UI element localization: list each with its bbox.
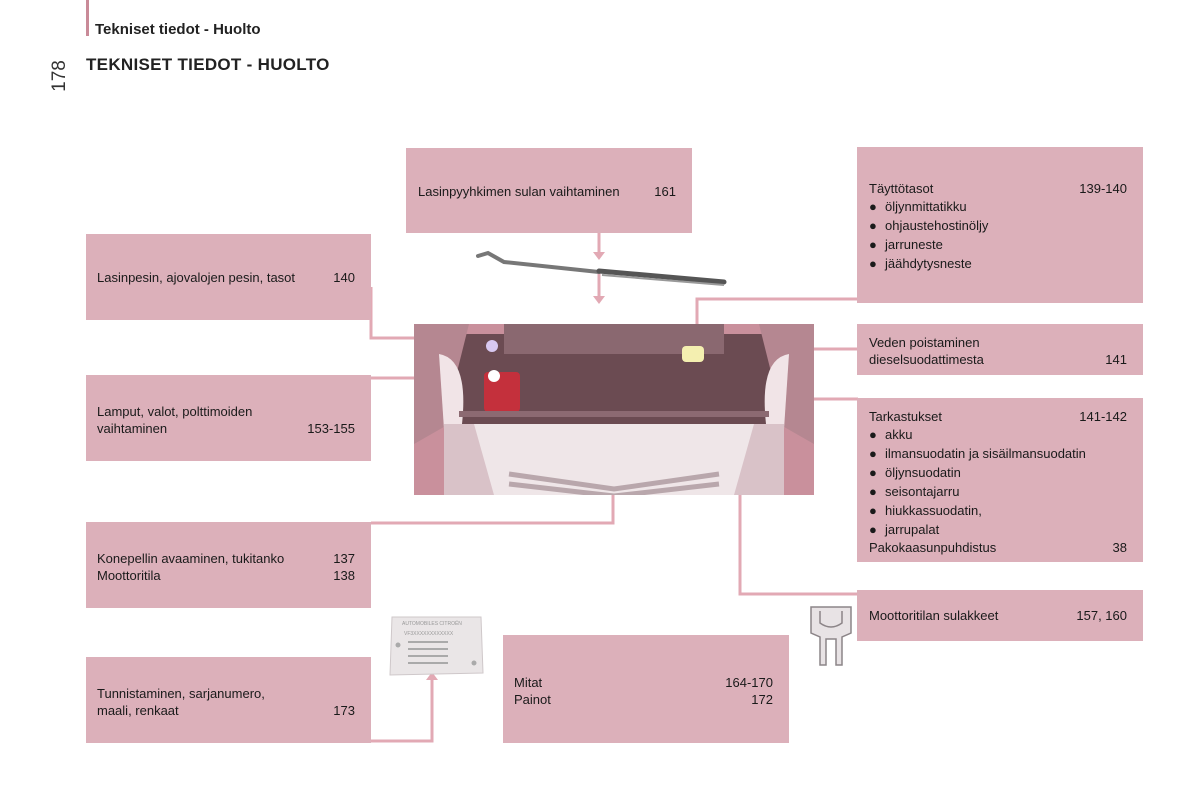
lamps-ref: 153-155 <box>307 421 355 436</box>
water-drain-ref: 141 <box>1105 352 1127 367</box>
section-header: Tekniset tiedot - Huolto <box>95 21 261 38</box>
wiper-blade-icon <box>476 250 727 286</box>
arrow-wiper-top <box>593 252 605 260</box>
engine-bay-photo <box>414 324 814 495</box>
bonnet-ref1: 137 <box>333 551 355 566</box>
arrow-wiper-bottom <box>593 296 605 304</box>
dimensions-label-line2: Painot <box>514 692 551 707</box>
washer-label: Lasinpesin, ajovalojen pesin, tasot <box>97 270 296 285</box>
identification-label-line2: maali, renkaat <box>97 703 179 718</box>
vin-plate-image: AUTOMOBILES CITROËN VF3XXXXXXXXXXXX <box>389 616 484 676</box>
vin-plate-brand: AUTOMOBILES CITROËN <box>402 620 462 627</box>
wiper-blade-ref: 161 <box>654 184 676 199</box>
box-identification: Tunnistaminen, sarjanumero, maali, renka… <box>86 657 371 743</box>
levels-ref: 139-140 <box>1079 181 1127 196</box>
bonnet-label-line1: Konepellin avaaminen, tukitanko <box>97 551 285 566</box>
fuse-icon <box>810 606 852 666</box>
box-checks: Tarkastukset 141-142 ●akku ●ilmansuodati… <box>857 398 1143 562</box>
dimensions-ref1: 164-170 <box>725 675 773 690</box>
checks-item: ●hiukkassuodatin, <box>869 503 982 518</box>
checks-item: ●jarrupalat <box>869 522 940 537</box>
leader-identification <box>371 680 434 743</box>
levels-item: ●ohjaustehostinöljy <box>869 218 989 233</box>
box-fuses: Moottoritilan sulakkeet 157, 160 <box>857 590 1143 641</box>
page-title: TEKNISET TIEDOT - HUOLTO <box>86 55 330 74</box>
lamps-label-line1: Lamput, valot, polttimoiden <box>97 404 253 419</box>
exhaust-label: Pakokaasunpuhdistus <box>869 540 997 555</box>
exhaust-ref: 38 <box>1112 540 1127 555</box>
dimensions-label-line1: Mitat <box>514 675 543 690</box>
levels-label: Täyttötasot <box>869 181 934 196</box>
fuses-ref: 157, 160 <box>1076 608 1127 623</box>
washer-ref: 140 <box>333 270 355 285</box>
levels-item: ●jarruneste <box>869 237 943 252</box>
checks-ref: 141-142 <box>1079 409 1127 424</box>
wiper-blade-label: Lasinpyyhkimen sulan vaihtaminen <box>418 184 620 199</box>
levels-item: ●öljynmittatikku <box>869 199 967 214</box>
identification-label-line1: Tunnistaminen, sarjanumero, <box>97 686 265 701</box>
box-bonnet: Konepellin avaaminen, tukitanko 137 Moot… <box>86 522 371 608</box>
box-washer: Lasinpesin, ajovalojen pesin, tasot 140 <box>86 234 371 320</box>
box-water-drain: Veden poistaminen dieselsuodattimesta 14… <box>857 324 1143 375</box>
bonnet-label-line2: Moottoritila <box>97 568 161 583</box>
checks-item: ●öljynsuodatin <box>869 465 961 480</box>
vin-plate-number: VF3XXXXXXXXXXXX <box>404 631 454 637</box>
water-drain-label-line1: Veden poistaminen <box>869 335 980 350</box>
header-accent-bar <box>86 0 89 36</box>
bonnet-ref2: 138 <box>333 568 355 583</box>
checks-item: ●seisontajarru <box>869 484 960 499</box>
checks-label: Tarkastukset <box>869 409 942 424</box>
checks-item: ●akku <box>869 427 913 442</box>
box-lamps: Lamput, valot, polttimoiden vaihtaminen … <box>86 375 371 461</box>
box-dimensions: Mitat 164-170 Painot 172 <box>503 635 789 743</box>
arrow-identification <box>426 672 438 680</box>
checks-item: ●ilmansuodatin ja sisäilmansuodatin <box>869 446 1086 461</box>
fuses-label: Moottoritilan sulakkeet <box>869 608 999 623</box>
box-fill-levels: Täyttötasot 139-140 ●öljynmittatikku ●oh… <box>857 147 1143 303</box>
water-drain-label-line2: dieselsuodattimesta <box>869 352 984 367</box>
identification-ref: 173 <box>333 703 355 718</box>
dimensions-ref2: 172 <box>751 692 773 707</box>
levels-item: ●jäähdytysneste <box>869 256 972 271</box>
lamps-label-line2: vaihtaminen <box>97 421 168 436</box>
box-wiper-blade: Lasinpyyhkimen sulan vaihtaminen 161 <box>406 148 692 233</box>
